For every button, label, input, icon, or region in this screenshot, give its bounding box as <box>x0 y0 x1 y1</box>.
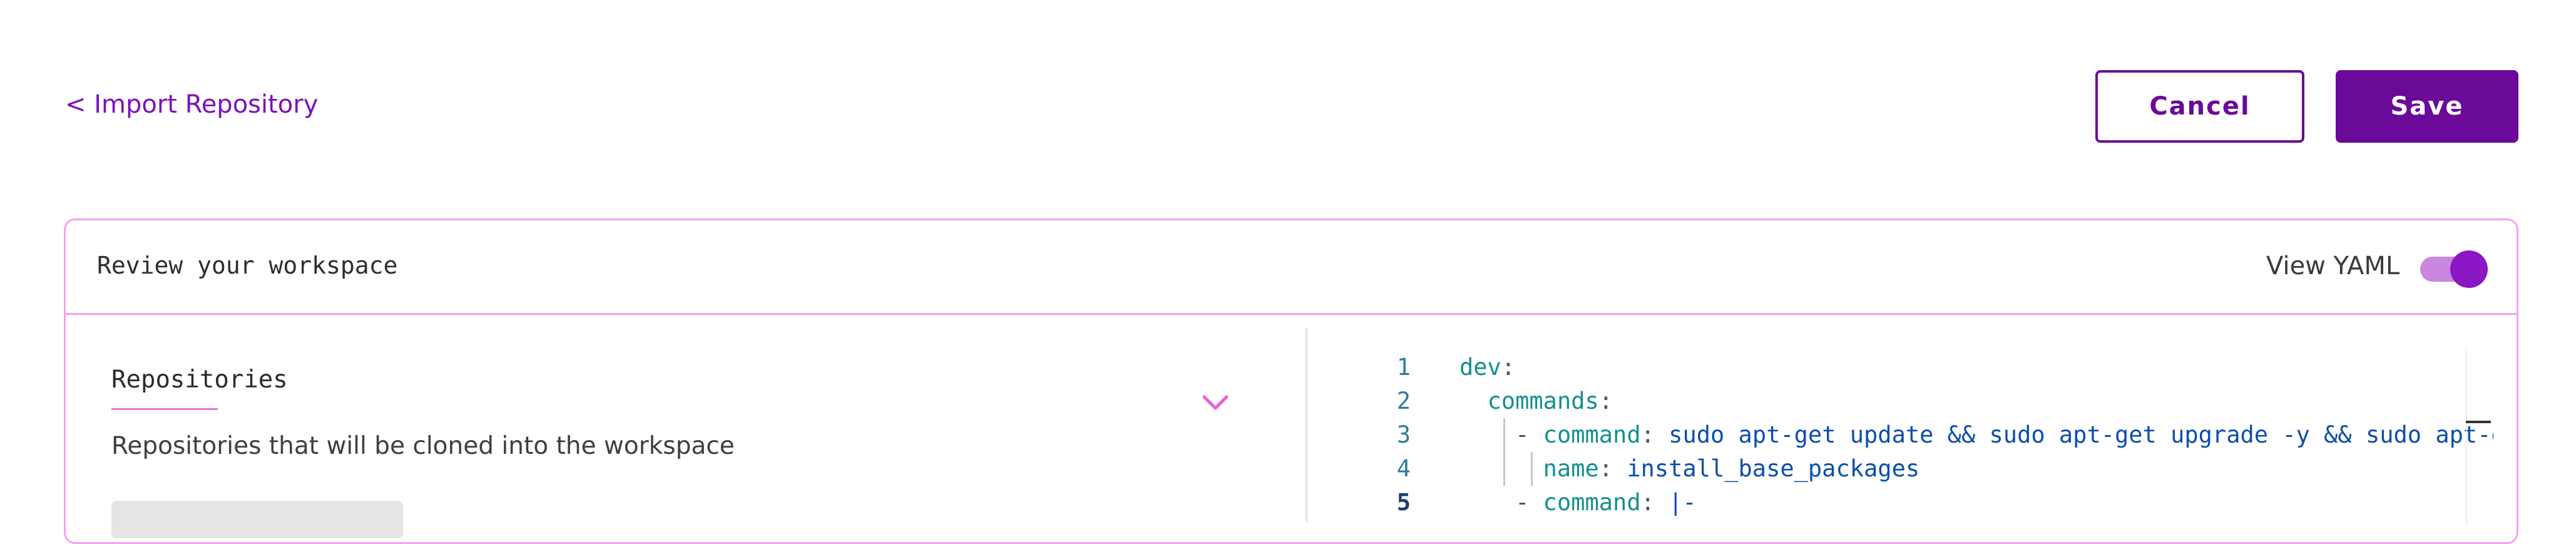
scrollbar-marker <box>2466 421 2491 423</box>
line-number: 5 <box>1396 489 1411 516</box>
code-text: dev: <box>1459 354 1516 381</box>
view-yaml-label: View YAML <box>2266 252 2400 280</box>
code-text: - command: sudo apt-get update && sudo a… <box>1515 421 2493 448</box>
indent-guide <box>1503 418 1505 486</box>
indent-guide <box>1531 452 1533 486</box>
panel-title: Review your workspace <box>97 252 398 279</box>
code-line[interactable]: 2 commands: <box>1346 384 2493 418</box>
view-yaml-toggle[interactable] <box>2420 250 2490 288</box>
line-number: 3 <box>1396 421 1411 448</box>
chevron-down-icon[interactable] <box>1202 392 1229 414</box>
review-workspace-panel: Review your workspace View YAML <box>64 218 2518 544</box>
line-number: 2 <box>1396 387 1411 414</box>
repositories-section-title: Repositories <box>111 366 288 394</box>
line-number: 1 <box>1396 354 1411 381</box>
code-text: - command: |- <box>1515 489 1697 516</box>
save-button[interactable]: Save <box>2336 70 2518 143</box>
column-divider <box>1306 328 1307 522</box>
code-text: commands: <box>1487 387 1613 414</box>
repositories-description: Repositories that will be cloned into th… <box>111 432 735 460</box>
code-line[interactable]: 5 - command: |- <box>1346 486 2493 517</box>
code-line[interactable]: 1 dev: <box>1346 351 2493 384</box>
code-text: name: install_base_packages <box>1543 455 1920 482</box>
editor-scrollbar[interactable] <box>2466 349 2493 525</box>
panel-header: Review your workspace View YAML <box>66 220 2517 315</box>
code-line[interactable]: 4 name: install_base_packages <box>1346 452 2493 486</box>
code-line[interactable]: 3 - command: sudo apt-get update && sudo… <box>1346 418 2493 452</box>
toggle-knob <box>2450 250 2488 288</box>
cancel-button[interactable]: Cancel <box>2095 70 2304 143</box>
back-link-import-repository[interactable]: < Import Repository <box>65 90 319 119</box>
line-number: 4 <box>1396 455 1411 482</box>
section-underline <box>111 408 218 410</box>
repository-chip[interactable] <box>111 501 403 538</box>
